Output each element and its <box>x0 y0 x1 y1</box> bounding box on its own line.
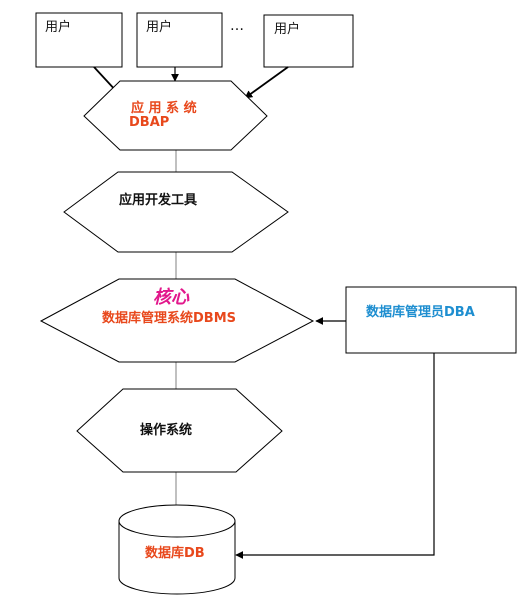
dba-name: 数据库管理员DBA <box>366 304 475 320</box>
database-node: 数据库DB <box>118 504 236 595</box>
user-box-3-label: 用户 <box>274 21 300 37</box>
app-system-abbr: DBAP <box>129 115 169 130</box>
arrow-dba-to-db <box>235 353 435 559</box>
user-box-1: 用户 <box>35 12 123 68</box>
os-node: 操作系统 <box>76 388 283 473</box>
dbms-name: 数据库管理系统DBMS <box>102 310 236 326</box>
dba-box: 数据库管理员DBA <box>345 286 517 354</box>
user-box-2-label: 用户 <box>146 19 172 35</box>
user-box-2: 用户 <box>136 12 223 68</box>
os-name: 操作系统 <box>140 422 192 438</box>
user-box-1-label: 用户 <box>45 19 71 35</box>
core-annotation: 核心 <box>153 287 190 308</box>
arrow-user3-to-dbap <box>244 66 289 99</box>
user-box-3: 用户 <box>263 14 354 68</box>
dev-tools-name: 应用开发工具 <box>119 192 197 208</box>
dev-tools-node: 应用开发工具 <box>63 171 289 253</box>
database-name: 数据库DB <box>145 545 205 561</box>
dbms-node: 核心 数据库管理系统DBMS <box>39 278 315 363</box>
app-system-node: 应 用 系 统 DBAP <box>83 80 268 151</box>
app-system-name: 应 用 系 统 <box>131 100 197 116</box>
users-ellipsis: … <box>230 18 244 34</box>
